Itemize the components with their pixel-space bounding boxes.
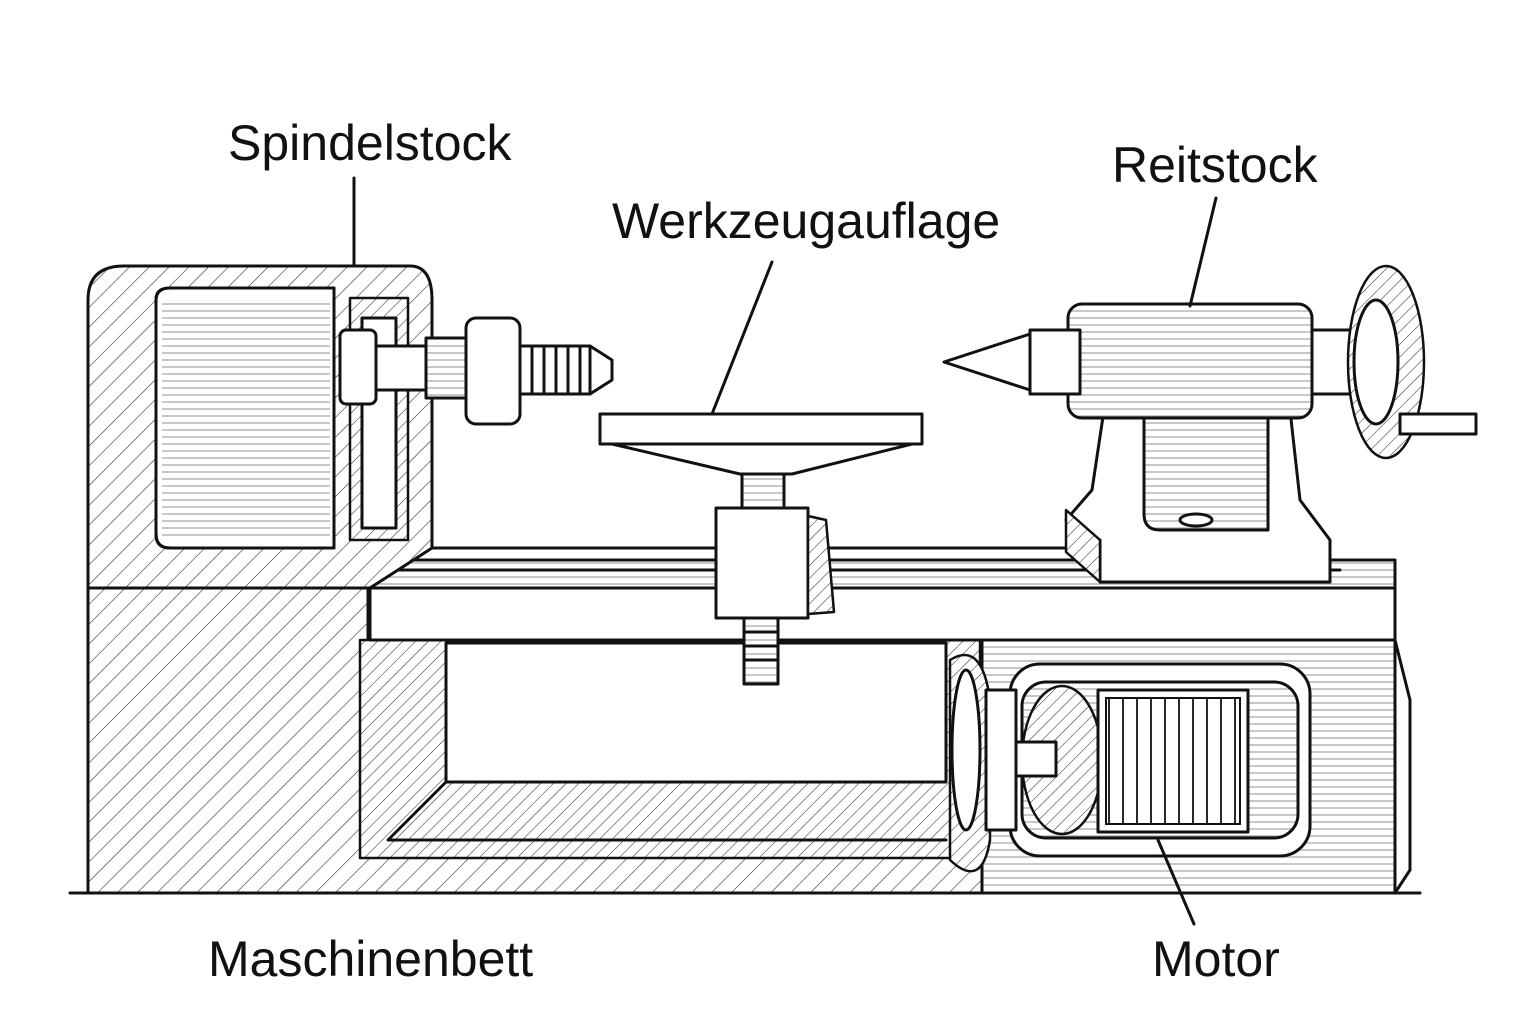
label-tool-rest: Werkzeugauflage [612,193,1000,249]
label-headstock: Spindelstock [228,115,512,171]
label-motor: Motor [1152,931,1280,987]
tool-rest [598,412,924,686]
label-tailstock: Reitstock [1112,137,1319,193]
leader-lines [352,176,1218,926]
label-machine-bed: Maschinenbett [208,931,533,987]
headstock [86,264,614,590]
motor [948,653,1312,873]
tailstock [942,264,1478,584]
